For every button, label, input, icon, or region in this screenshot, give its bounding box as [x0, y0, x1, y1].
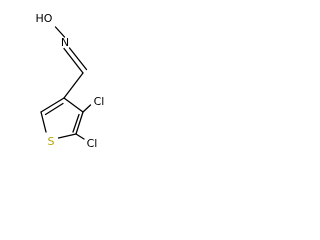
nitrogen-label: N — [61, 36, 69, 49]
chlorine-4-label: Cl — [94, 95, 105, 108]
bond-c3-c4 — [63, 97, 84, 113]
bond-ch-c3 — [63, 72, 84, 99]
bond-c5-s — [57, 133, 77, 139]
bond-c2-c3 — [40, 97, 65, 113]
hydroxyl-label: HO — [36, 12, 53, 25]
bond-n-ch-double-inner — [68, 47, 88, 71]
bond-o-n — [54, 26, 66, 38]
structure-diagram: HO N Cl Cl S — [36, 12, 105, 150]
bond-c2-c3-inner — [44, 102, 64, 116]
bond-s-c2 — [40, 111, 47, 133]
chlorine-5-label: Cl — [87, 137, 98, 150]
bond-c4-c5 — [75, 111, 84, 135]
bond-n-ch-double — [63, 47, 84, 74]
sulfur-label: S — [48, 135, 55, 148]
bond-c4-c5-inner — [72, 113, 80, 133]
bond-c5-cl — [75, 133, 85, 140]
bond-c4-cl — [82, 104, 92, 113]
